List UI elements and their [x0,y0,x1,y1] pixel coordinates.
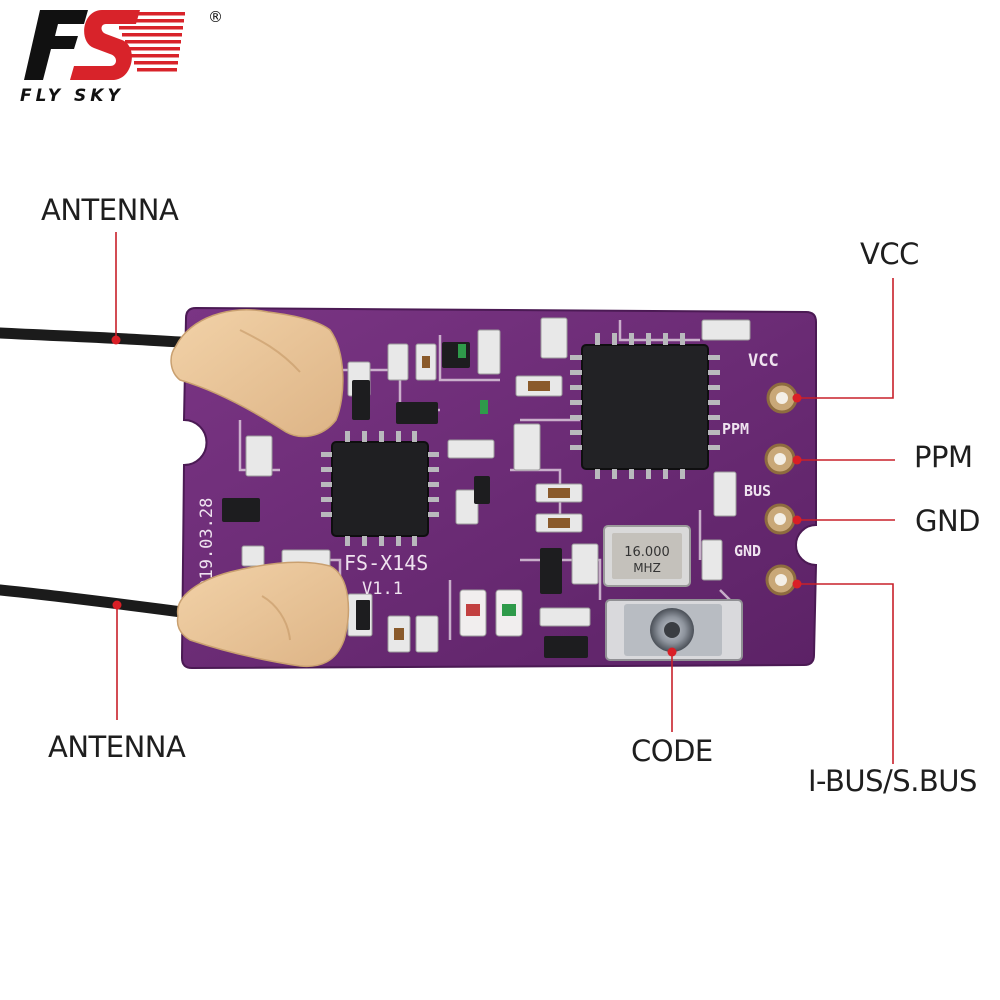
pad-silkscreen-gnd: GND [734,542,761,560]
leader-ibus [797,583,894,764]
glue-blob-bottom [176,561,350,668]
callout-dots [111,335,802,657]
rf-chip-left [331,441,429,537]
label-gnd: GND [915,504,981,538]
smd-components [222,317,751,658]
model-silkscreen: FS-X14S [344,551,428,575]
processor-chip-right [581,344,709,470]
label-antenna-top: ANTENNA [41,193,179,227]
pad-silkscreen-ppm: PPM [722,420,749,438]
label-antenna-bottom: ANTENNA [48,730,186,764]
crystal-frequency: 16.000 [624,545,670,560]
brand-wordmark: FLY SKY [20,86,124,106]
registered-mark: ® [208,8,223,26]
antenna-wire-top [0,327,186,348]
callout-lines [115,232,895,764]
label-ppm: PPM [914,440,973,474]
pad-silkscreen-bus: BUS [744,482,771,500]
solder-pads [764,382,798,596]
version-silkscreen: V1.1 [362,579,403,599]
label-vcc: VCC [860,237,919,271]
label-code: CODE [631,734,713,768]
glue-blob-top [170,309,344,438]
crystal-unit: MHZ [633,561,661,575]
code-button [605,599,743,661]
fs-logo-icon [24,10,185,80]
date-silkscreen: 2019.03.28 [197,498,217,600]
antenna-wire-bottom [0,584,188,618]
flysky-logo: FLY SKY ® [18,8,228,106]
pad-silkscreen-vcc: VCC [748,351,779,371]
label-ibus-sbus: I-BUS/S.BUS [808,764,977,798]
leader-vcc [797,278,894,399]
